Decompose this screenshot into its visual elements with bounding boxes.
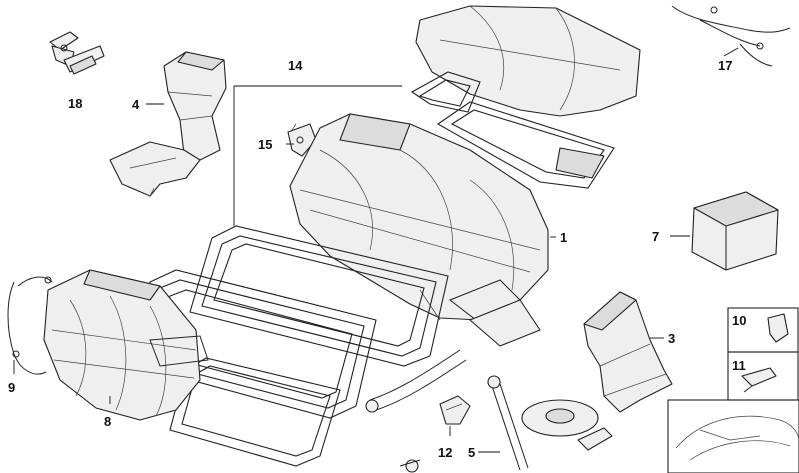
- part-5-rod-and-disc: [487, 375, 613, 471]
- part-12-clip: [439, 395, 471, 425]
- part-18-bracket: [49, 31, 105, 75]
- label-part-4: 4: [132, 97, 140, 112]
- label-part-14: 14: [288, 58, 303, 73]
- part-9-cable: [7, 276, 53, 375]
- lower-hoses: [365, 349, 467, 473]
- part-4-air-duct: [109, 51, 227, 197]
- label-part-9: 9: [8, 380, 15, 395]
- label-part-1: 1: [560, 230, 567, 245]
- parts-10-11-panel: [667, 307, 799, 473]
- label-part-5: 5: [468, 445, 475, 460]
- label-part-15: 15: [258, 137, 272, 152]
- leader-lines: [13, 47, 739, 453]
- label-part-17: 17: [718, 58, 732, 73]
- label-part-12: 12: [438, 445, 452, 460]
- label-part-7: 7: [652, 229, 659, 244]
- label-part-8: 8: [104, 414, 111, 429]
- part-8-blower-assembly: [43, 269, 209, 421]
- part-labels: 1 3 4 5 7 8 9 10 11 12 14 15 17 18: [8, 58, 746, 460]
- label-part-3: 3: [668, 331, 675, 346]
- part-7-filter-box: [691, 191, 779, 271]
- top-cover-assembly: [410, 5, 641, 189]
- part-1-main-housing: [289, 113, 549, 347]
- part-15-flap: [287, 123, 317, 157]
- part-3-side-duct: [583, 291, 673, 413]
- label-part-18: 18: [68, 96, 82, 111]
- label-part-10: 10: [732, 313, 746, 328]
- label-part-11: 11: [732, 358, 746, 373]
- part-17-cable-harness: [671, 5, 791, 67]
